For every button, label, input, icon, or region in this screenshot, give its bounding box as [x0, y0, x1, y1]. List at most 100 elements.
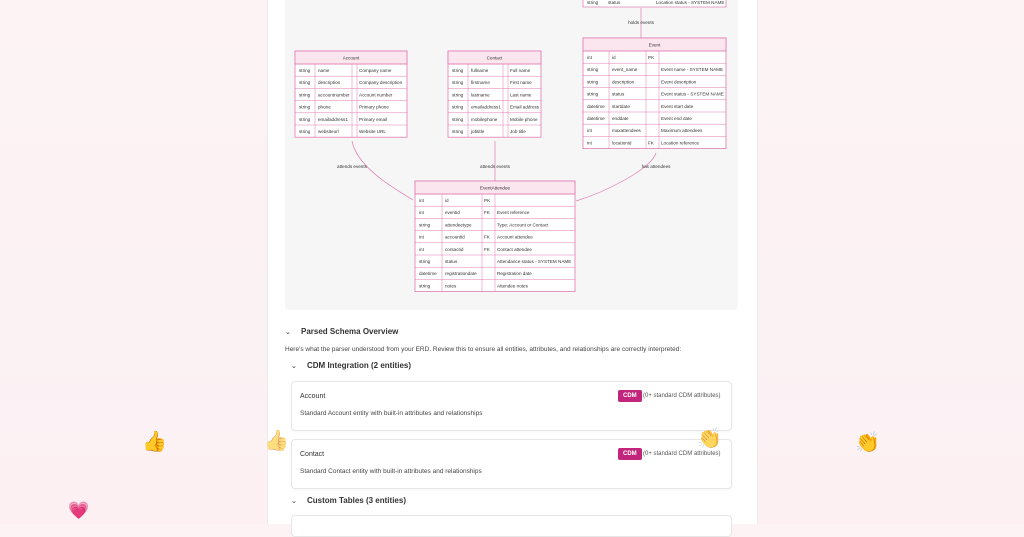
erd-cell-comment: Account attendee — [497, 235, 533, 240]
erd-cell-key: FK — [484, 247, 491, 252]
erd-cell-attribute: maxattendees — [612, 128, 642, 133]
erd-cell-type: int — [587, 128, 593, 133]
erd-cell-attribute: accountnumber — [318, 92, 350, 97]
erd-cell-comment: Location status - SYSTEM NAME — [656, 0, 724, 5]
parsed-schema-overview-title: Parsed Schema Overview — [301, 327, 399, 336]
erd-cell-type: string — [452, 92, 464, 97]
erd-cell-comment: Primary email — [359, 117, 387, 122]
cdm-card-description: Standard Account entity with built-in at… — [300, 410, 483, 417]
cdm-card-name: Account — [300, 393, 326, 400]
custom-table-card — [291, 515, 732, 537]
clap-reaction-icon: 👏 — [855, 432, 880, 454]
erd-cell-comment: Event end date — [661, 116, 692, 121]
erd-cell-attribute: firstname — [471, 80, 490, 85]
erd-cell-attribute: lastname — [471, 92, 490, 97]
cdm-attribute-count: (0+ standard CDM attributes) — [643, 393, 721, 399]
erd-cell-type: string — [587, 0, 599, 5]
erd-cell-type: datetime — [419, 271, 437, 276]
custom-tables-title: Custom Tables (3 entities) — [307, 496, 406, 505]
parsed-schema-overview-toggle[interactable]: ⌄ Parsed Schema Overview — [285, 327, 398, 336]
cdm-integration-title: CDM Integration (2 entities) — [307, 361, 412, 370]
erd-cell-comment: Registration date — [497, 271, 532, 276]
relationship-label: has attendees — [642, 164, 672, 169]
erd-cell-attribute: startdate — [612, 104, 630, 109]
erd-cell-comment: Account number — [359, 92, 393, 97]
erd-cell-type: string — [299, 105, 311, 110]
erd-cell-comment: Maximum attendees — [661, 128, 703, 133]
erd-entity-title: Account — [343, 56, 360, 61]
erd-cell-type: string — [299, 117, 311, 122]
erd-cell-comment: Last name — [510, 92, 532, 97]
cdm-badge: CDM — [618, 390, 642, 402]
erd-cell-comment: Contact attendee — [497, 247, 532, 252]
erd-cell-attribute: description — [612, 79, 635, 84]
erd-cell-attribute: emailaddress1 — [471, 105, 501, 110]
erd-cell-comment: Company description — [359, 80, 403, 85]
erd-cell-key: FK — [648, 140, 655, 145]
erd-cell-attribute: event_name — [612, 67, 638, 72]
erd-cell-comment: Event name - SYSTEM NAME — [661, 67, 723, 72]
erd-cell-type: string — [452, 129, 464, 134]
erd-cell-comment: Job title — [510, 129, 526, 134]
erd-cell-type: int — [419, 210, 425, 215]
erd-cell-attribute: locationid — [612, 140, 632, 145]
erd-cell-type: string — [452, 68, 464, 73]
erd-cell-type: string — [587, 67, 599, 72]
erd-cell-attribute: phone — [318, 105, 331, 110]
cdm-card-description: Standard Contact entity with built-in at… — [300, 468, 482, 475]
erd-cell-comment: Primary phone — [359, 105, 389, 110]
erd-cell-comment: Event description — [661, 79, 697, 84]
thumbs-up-reaction-icon: 👍 — [264, 430, 289, 452]
erd-cell-comment: Company name — [359, 68, 392, 73]
erd-cell-comment: Event start date — [661, 104, 694, 109]
erd-cell-type: string — [419, 222, 431, 227]
erd-cell-key: PK — [484, 198, 491, 203]
cdm-integration-toggle[interactable]: ⌄ CDM Integration (2 entities) — [291, 361, 411, 370]
erd-cell-type: string — [452, 80, 464, 85]
erd-cell-attribute: mobilephone — [471, 117, 498, 122]
erd-cell-attribute: status — [445, 259, 458, 264]
erd-cell-type: string — [419, 283, 431, 288]
erd-entity-box — [447, 50, 542, 138]
erd-cell-attribute: fullname — [471, 68, 489, 73]
relationship-line — [351, 140, 414, 201]
erd-entity-title: EventAttendee — [480, 186, 511, 191]
erd-cell-attribute: attendeetype — [445, 222, 472, 227]
thumbs-up-reaction-icon: 👍 — [142, 431, 167, 453]
erd-cell-attribute: jobtitle — [470, 129, 485, 134]
erd-cell-attribute: id — [445, 198, 449, 203]
erd-cell-attribute: description — [318, 80, 341, 85]
relationship-label: holds events — [628, 20, 654, 25]
cdm-card-account: Account CDM (0+ standard CDM attributes)… — [291, 381, 732, 431]
erd-cell-type: string — [587, 79, 599, 84]
erd-entity-box — [582, 37, 727, 149]
erd-cell-type: string — [299, 129, 311, 134]
erd-cell-type: int — [419, 235, 425, 240]
erd-cell-attribute: name — [318, 68, 330, 73]
relationship-line — [575, 152, 657, 202]
erd-entity-box — [294, 50, 408, 138]
erd-cell-key: FK — [484, 235, 491, 240]
erd-cell-attribute: status — [608, 0, 621, 5]
erd-cell-attribute: registrationdate — [445, 271, 477, 276]
erd-cell-comment: Event reference — [497, 210, 530, 215]
erd-cell-type: int — [587, 140, 593, 145]
cdm-card-contact: Contact CDM (0+ standard CDM attributes)… — [291, 439, 732, 489]
erd-cell-comment: Type: Account or Contact — [497, 222, 549, 227]
custom-tables-toggle[interactable]: ⌄ Custom Tables (3 entities) — [291, 496, 406, 505]
erd-cell-attribute: notes — [445, 283, 457, 288]
erd-cell-attribute: accountid — [445, 235, 465, 240]
erd-cell-attribute: emailaddress1 — [318, 117, 348, 122]
erd-cell-type: string — [452, 105, 464, 110]
erd-cell-comment: Email address — [510, 105, 540, 110]
erd-cell-type: int — [419, 247, 425, 252]
chevron-down-icon: ⌄ — [285, 328, 291, 336]
erd-cell-type: string — [452, 117, 464, 122]
erd-cell-type: string — [299, 80, 311, 85]
cdm-attribute-count: (0+ standard CDM attributes) — [643, 451, 721, 457]
erd-cell-key: FK — [484, 210, 491, 215]
erd-cell-type: string — [587, 92, 599, 97]
erd-cell-comment: Full name — [510, 68, 531, 73]
